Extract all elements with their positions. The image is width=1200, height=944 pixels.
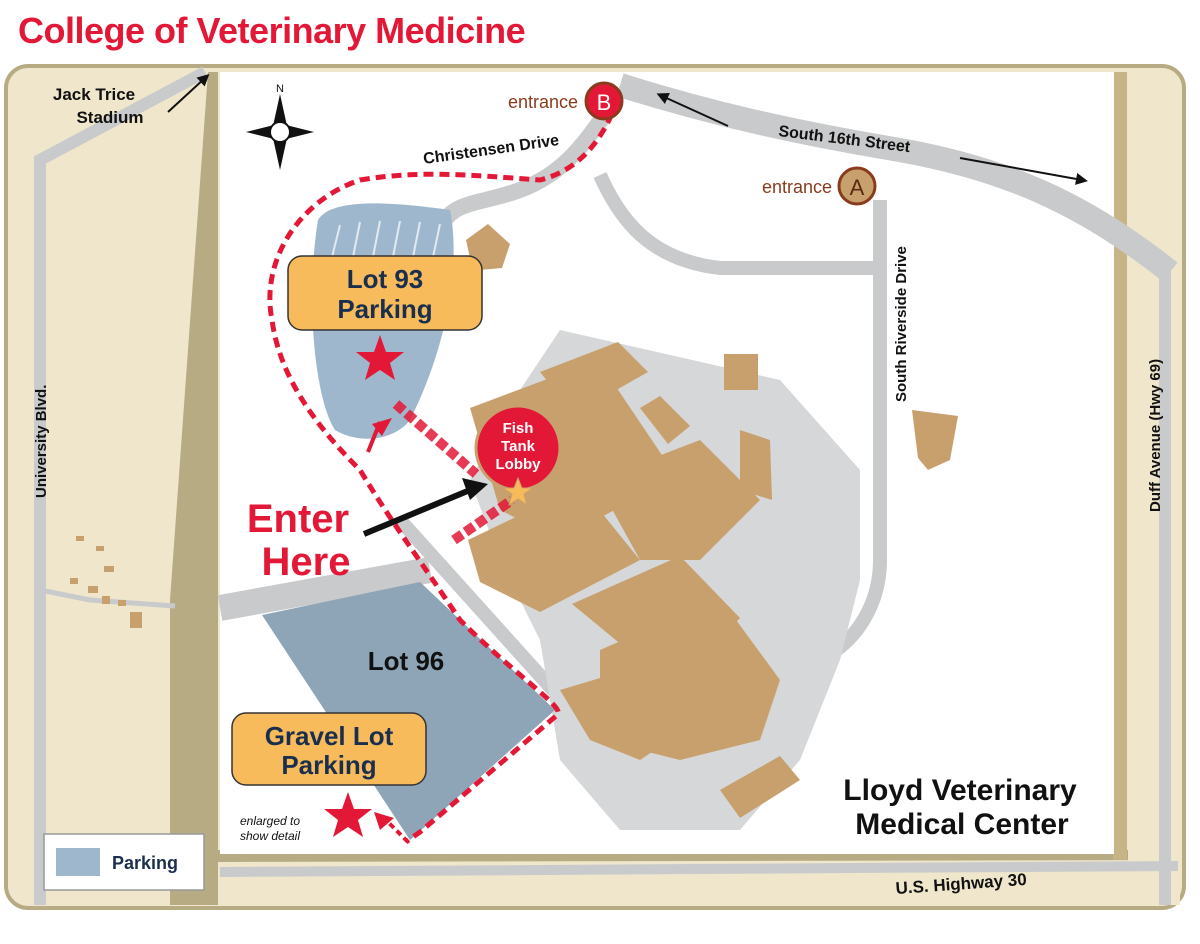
entrance-b-label: entrance	[508, 92, 578, 112]
christensen-road	[420, 105, 615, 302]
arrow-stadium	[167, 73, 210, 113]
legend-swatch-parking	[56, 848, 100, 876]
center-name-line1: Lloyd Veterinary	[843, 774, 1077, 807]
duff-avenue-label: Duff Avenue (Hwy 69)	[1147, 359, 1164, 512]
star-icon	[356, 335, 404, 380]
lot93-sign[interactable]: Lot 93 Parking	[287, 255, 483, 331]
building-small-mid	[640, 396, 690, 444]
entrance-a-letter: A	[850, 175, 865, 200]
enlarged-note-line1: enlarged to	[240, 814, 300, 828]
route-arrowhead-gravel	[374, 812, 394, 830]
entrance-a-label: entrance	[762, 177, 832, 197]
page-title: College of Veterinary Medicine	[18, 10, 526, 51]
lot93-label-line2: Parking	[337, 294, 432, 324]
fish-tank-label-line1: Fish	[503, 420, 534, 437]
arrow-16th-east	[959, 157, 1088, 185]
stadium-label-line1: Jack Trice	[53, 85, 135, 104]
west-road	[217, 557, 433, 621]
star-icon	[324, 792, 372, 837]
university-blvd-road	[34, 66, 208, 905]
enter-here-line2: Here	[262, 540, 351, 584]
legend: Parking	[43, 833, 205, 891]
building-small-east	[724, 354, 758, 390]
lot96-label: Lot 96	[368, 646, 445, 676]
university-blvd-label: University Blvd.	[33, 385, 50, 498]
route-arrowhead-lot93	[372, 418, 392, 436]
left-strip-detail	[39, 536, 176, 628]
fish-tank-label-line3: Lobby	[496, 456, 542, 473]
stadium-label-line2: Stadium	[76, 108, 143, 127]
building-riverside	[912, 410, 958, 470]
compass-rose-icon	[246, 94, 314, 170]
building-south	[720, 756, 800, 818]
left-boundary	[170, 72, 218, 905]
circle-marker-icon[interactable]	[837, 166, 877, 206]
entrance-b-letter: B	[597, 90, 612, 115]
lot93-label-line1: Lot 93	[347, 264, 424, 294]
interior-road	[593, 172, 880, 275]
circle-marker-icon[interactable]	[584, 81, 624, 121]
south-16th-road	[616, 73, 1178, 282]
south-riverside-drive-label: South Riverside Drive	[893, 246, 910, 402]
fish-tank-label-line2: Tank	[501, 438, 536, 455]
enter-arrow-icon	[362, 487, 472, 537]
walkway-north	[392, 400, 480, 478]
star-icon	[501, 476, 535, 507]
fish-tank-lobby-marker[interactable]: Fish Tank Lobby	[474, 404, 562, 507]
lot96-area	[262, 582, 555, 840]
legend-label-parking: Parking	[112, 853, 178, 873]
route-path	[267, 112, 615, 845]
us30-road	[219, 861, 1179, 877]
gravel-lot-sign[interactable]: Gravel Lot Parking	[231, 712, 427, 786]
center-name-line2: Medical Center	[855, 808, 1069, 841]
entrance-a-marker[interactable]: A	[837, 166, 877, 206]
route-arrow-gravel	[384, 818, 410, 844]
entrance-b-marker[interactable]: B	[584, 81, 624, 121]
walkway-south	[451, 495, 515, 545]
enter-here-line1: Enter	[247, 497, 349, 541]
enlarged-note-line2: show detail	[240, 829, 300, 843]
right-boundary	[1113, 72, 1127, 868]
enter-arrowhead	[462, 478, 488, 500]
gravel-lot-label-line2: Parking	[281, 750, 376, 780]
arrow-16th-west	[656, 93, 729, 127]
compass-north-label: N	[276, 83, 284, 95]
gravel-lot-label-line1: Gravel Lot	[265, 721, 394, 751]
